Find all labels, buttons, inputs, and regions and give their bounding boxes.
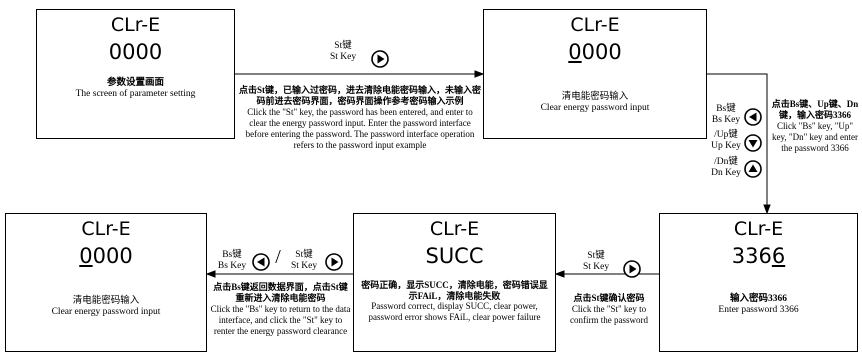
cursor-digit: 0: [568, 40, 582, 64]
screen-enter-password: CLr-E 3366 输入密码3366 Enter password 3366: [659, 213, 858, 352]
down-arrow-icon[interactable]: [744, 134, 762, 152]
cursor-digit: 6: [771, 244, 786, 268]
arrowhead-box4-to-box5: [205, 270, 216, 278]
left-arrow-icon[interactable]: [252, 253, 270, 271]
arrowhead-box1-to-box2: [474, 70, 485, 78]
arrowhead-box2-to-box3: [763, 204, 771, 215]
screen-caption: 参数设置画面 The screen of parameter setting: [37, 78, 234, 100]
note-confirm-password: 点击St键确认密码 Click the "St" key to confirm …: [559, 293, 659, 326]
cursor-digit: 0: [79, 244, 93, 268]
note-en: Click the "St" key, the password has bee…: [245, 107, 475, 150]
note-en: Click "Bs" key, "Up" key, "Dn" key and e…: [772, 121, 858, 153]
display-title: CLr-E: [110, 14, 161, 36]
display-title: CLr-E: [429, 218, 480, 240]
screen-caption: 清电能密码输入 Clear energy password input: [6, 296, 206, 318]
note-enter-password-instructions: 点击Bs键、Up键、Dn键，输入密码3366 Click "Bs" key, "…: [771, 99, 859, 154]
up-arrow-icon[interactable]: [744, 160, 762, 178]
caption-cn: 参数设置画面: [106, 78, 164, 88]
arrowhead-box3-to-box4: [554, 270, 565, 278]
screen-parameter-setting: CLr-E 0000 参数设置画面 The screen of paramete…: [36, 9, 235, 139]
note-cn: 点击St键确认密码: [573, 293, 645, 303]
screen-clear-energy-password-input: CLr-E 0000 清电能密码输入 Clear energy password…: [483, 9, 707, 139]
caption-en: Password correct, display SUCC, clear po…: [368, 301, 541, 322]
display-title: CLr-E: [81, 218, 131, 240]
slash-separator: /: [275, 246, 281, 268]
caption-cn: 输入密码3366: [729, 294, 787, 304]
display-value: SUCC: [425, 244, 484, 268]
note-en: Click the "St" key to confirm the passwo…: [570, 304, 648, 325]
caption-en: Clear energy password input: [540, 103, 650, 113]
display-title: CLr-E: [570, 14, 620, 36]
caption-cn: 清电能密码输入: [72, 296, 140, 306]
screen-caption: 密码正确，显示SUCC，清除电能，密码错误显示FAiL，清除电能失败 Passw…: [357, 280, 552, 322]
play-icon[interactable]: [623, 260, 641, 278]
display-value: 0000: [79, 244, 133, 268]
arrow-box2-to-box3: [707, 73, 768, 206]
caption-cn: 清电能密码输入: [561, 92, 629, 102]
note-st-key-instructions: 点击St键，已输入过密码，进去清除电能密码输入，未输入密码前进去密码界面，密码界…: [238, 85, 482, 151]
display-value: 0000: [108, 40, 163, 64]
screen-clear-energy-password-input-return: CLr-E 0000 清电能密码输入 Clear energy password…: [5, 213, 207, 352]
display-value: 3366: [731, 244, 786, 268]
note-cn: 点击St键，已输入过密码，进去清除电能密码输入，未输入密码前进去密码界面，密码界…: [238, 85, 481, 106]
screen-caption: 清电能密码输入 Clear energy password input: [484, 92, 706, 114]
screen-succ: CLr-E SUCC 密码正确，显示SUCC，清除电能，密码错误显示FAiL，清…: [353, 213, 556, 352]
left-arrow-icon[interactable]: [744, 108, 762, 126]
note-return-or-reenter: 点击Bs键返回数据界面，点击St键重新进入清除电能密码 Click the "B…: [209, 282, 352, 337]
note-en: Click the "Bs" key to return to the data…: [210, 304, 351, 336]
caption-cn: 密码正确，显示SUCC，清除电能，密码错误显示FAiL，清除电能失败: [361, 280, 548, 301]
note-cn: 点击Bs键返回数据界面，点击St键重新进入清除电能密码: [213, 282, 348, 303]
caption-en: Enter password 3366: [718, 305, 799, 315]
display-value: 0000: [568, 40, 622, 64]
play-icon[interactable]: [371, 50, 389, 68]
caption-en: The screen of parameter setting: [75, 89, 196, 99]
note-cn: 点击Bs键、Up键、Dn键，输入密码3366: [771, 99, 859, 120]
screen-caption: 输入密码3366 Enter password 3366: [660, 294, 857, 316]
caption-en: Clear energy password input: [51, 307, 161, 317]
play-icon[interactable]: [325, 253, 343, 271]
display-title: CLr-E: [733, 218, 784, 240]
